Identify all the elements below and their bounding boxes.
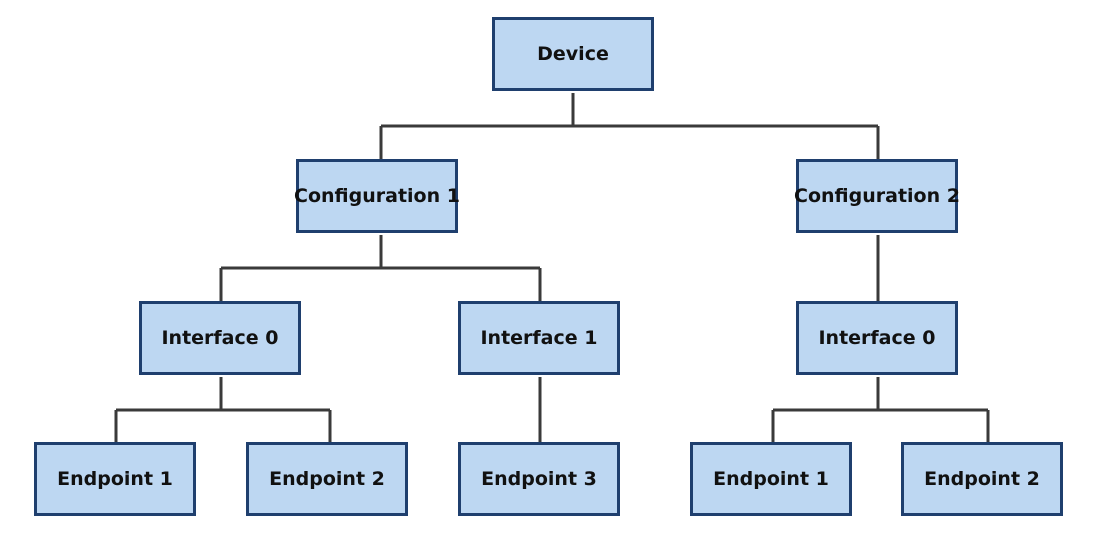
node-config1-if0-endpoint-2: Endpoint 2 bbox=[246, 442, 408, 516]
node-config1-if1-endpoint-3: Endpoint 3 bbox=[458, 442, 620, 516]
node-configuration-2: Configuration 2 bbox=[794, 159, 960, 233]
node-config1-interface-0: Interface 0 bbox=[139, 301, 301, 375]
connector-config2-if0-to-endpoints bbox=[771, 377, 990, 442]
node-configuration-1: Configuration 1 bbox=[294, 159, 460, 233]
node-config2-interface-0: Interface 0 bbox=[796, 301, 958, 375]
connector-device-to-configurations bbox=[379, 93, 880, 159]
connector-config1-to-interfaces bbox=[219, 235, 542, 301]
node-config2-if0-endpoint-1: Endpoint 1 bbox=[690, 442, 852, 516]
connector-config1-if0-to-endpoints bbox=[114, 377, 332, 442]
node-config1-if0-endpoint-1: Endpoint 1 bbox=[34, 442, 196, 516]
node-config1-interface-1: Interface 1 bbox=[458, 301, 620, 375]
node-config2-if0-endpoint-2: Endpoint 2 bbox=[901, 442, 1063, 516]
node-device: Device bbox=[492, 17, 654, 91]
